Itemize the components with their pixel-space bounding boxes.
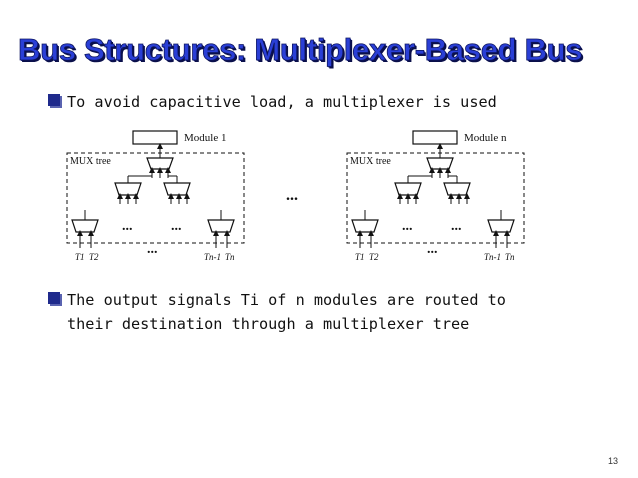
modules-ellipsis: ... xyxy=(286,187,298,204)
ellipsis: ... xyxy=(451,219,462,234)
input-label: Tn-1 xyxy=(484,252,501,262)
input-label: T1 xyxy=(355,252,365,262)
square-bullet-icon xyxy=(48,94,60,106)
page-number: 13 xyxy=(607,456,618,466)
slide-title: Bus Structures: Multiplexer-Based Bus xyxy=(18,32,583,68)
bullet-text: The output signals Ti of n modules are r… xyxy=(67,291,506,333)
module-label: Module n xyxy=(464,132,507,144)
input-label: T2 xyxy=(369,252,379,262)
ellipsis: ... xyxy=(427,242,438,257)
right-mux-diagram: Module n MUX tree ... ... ... T1 T2 Tn-1 xyxy=(346,130,525,262)
left-mux-diagram: Module 1 MUX tree ... ... ... T1 xyxy=(66,130,245,262)
input-label: Tn-1 xyxy=(204,252,221,262)
module-box xyxy=(132,130,178,145)
module-box xyxy=(412,130,458,145)
input-label: T1 xyxy=(75,252,85,262)
mux-shape xyxy=(146,157,174,170)
mux-tree-label: MUX tree xyxy=(70,156,111,167)
square-bullet-icon xyxy=(48,292,60,304)
module-label: Module 1 xyxy=(184,132,226,144)
multiplexer-tree-diagram: Module 1 MUX tree ... ... ... T1 xyxy=(66,130,525,262)
input-label: T2 xyxy=(89,252,99,262)
bullet-text: To avoid capacitive load, a multiplexer … xyxy=(67,93,497,111)
mux-tree-label: MUX tree xyxy=(350,156,391,167)
input-label: Tn xyxy=(505,252,515,262)
ellipsis: ... xyxy=(171,219,182,234)
ellipsis: ... xyxy=(402,219,413,234)
bullet-item: To avoid capacitive load, a multiplexer … xyxy=(48,90,497,114)
ellipsis: ... xyxy=(122,219,133,234)
input-label: Tn xyxy=(225,252,235,262)
bullet-item: The output signals Ti of n modules are r… xyxy=(48,288,506,336)
ellipsis: ... xyxy=(147,242,158,257)
